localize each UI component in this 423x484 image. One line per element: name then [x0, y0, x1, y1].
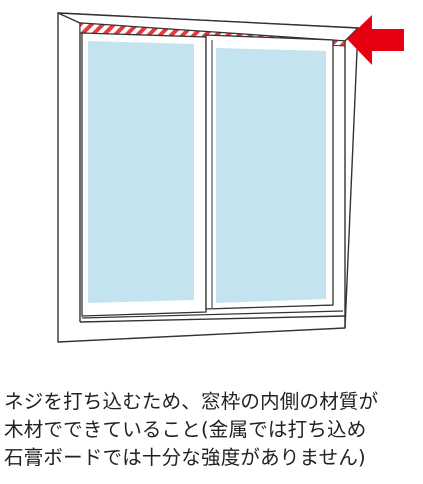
caption-line-3: 石膏ボードでは十分な強度がありません): [4, 446, 366, 469]
right-glass-pane: [216, 48, 326, 303]
right-sash: [205, 34, 334, 310]
arrow-left-icon: [347, 15, 404, 65]
left-glass-pane: [88, 41, 194, 303]
caption-line-1: ネジを打ち込むため、窓枠の内側の材質が: [4, 390, 379, 413]
caption-text: ネジを打ち込むため、窓枠の内側の材質が 木材でできていること(金属では打ち込め …: [4, 388, 423, 472]
caption-line-2: 木材でできていること(金属では打ち込め: [4, 418, 367, 441]
left-sash: [81, 32, 207, 317]
window-frame-illustration: [57, 12, 404, 343]
